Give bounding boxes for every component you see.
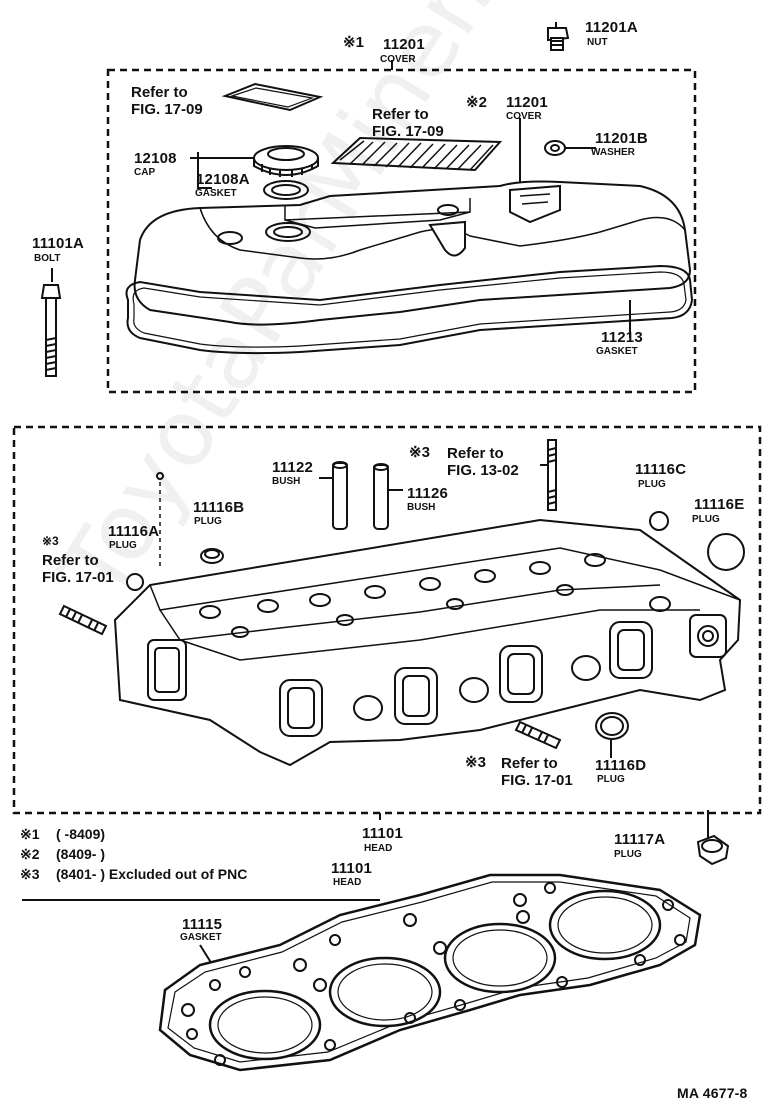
plug-11116b bbox=[200, 548, 224, 564]
plug-a-part-number: 11116A bbox=[108, 523, 160, 540]
ref-1701-bottom-line1: Refer to bbox=[501, 755, 558, 772]
plug-c-part-name: PLUG bbox=[638, 479, 666, 490]
mark-3-bottom: ※3 bbox=[465, 754, 486, 771]
washer-part-number: 11201B bbox=[595, 130, 648, 147]
ref-1302-line2: FIG. 13-02 bbox=[447, 462, 519, 479]
oil-cap-12108 bbox=[253, 145, 319, 177]
plug-11116a bbox=[126, 573, 144, 591]
plug-11116d bbox=[595, 712, 629, 740]
stud-bottom bbox=[514, 720, 562, 750]
cover1-part-number: 11201 bbox=[383, 36, 425, 53]
cover1-part-name: COVER bbox=[380, 54, 416, 65]
cap-gasket-part-number: 12108A bbox=[196, 171, 250, 188]
plug-e-part-name: PLUG bbox=[692, 514, 720, 525]
stud-left bbox=[58, 604, 108, 636]
plug-d-part-number: 11116D bbox=[595, 757, 647, 774]
note-1-mark: ※1 bbox=[20, 826, 40, 842]
note-2-mark: ※2 bbox=[20, 846, 40, 862]
nut-part-name: NUT bbox=[587, 37, 608, 48]
bolt-part-number: 11101A bbox=[32, 235, 85, 252]
cap-gasket-part-name: GASKET bbox=[195, 188, 237, 199]
note-3-mark: ※3 bbox=[20, 866, 40, 882]
ref-1701-left-line1: Refer to bbox=[42, 552, 99, 569]
plug-17a-part-number: 11117A bbox=[614, 831, 666, 848]
ref-1302-line1: Refer to bbox=[447, 445, 504, 462]
bolt-11101a bbox=[40, 284, 62, 377]
plug-e-part-number: 11116E bbox=[694, 496, 745, 513]
plug-11117a bbox=[696, 834, 730, 866]
cover2-part-number: 11201 bbox=[506, 94, 548, 111]
head-gasket-11115 bbox=[158, 873, 702, 1072]
baffle-plate-ref bbox=[330, 136, 503, 172]
mark-2: ※2 bbox=[466, 94, 487, 111]
cover-gasket-part-name: GASKET bbox=[596, 346, 638, 357]
head-part-name: HEAD bbox=[364, 843, 393, 854]
head-gasket-part-number: 11115 bbox=[182, 916, 223, 933]
head-gasket-part-name: GASKET bbox=[180, 932, 222, 943]
bush1-part-name: BUSH bbox=[272, 476, 301, 487]
plug-17a-part-name: PLUG bbox=[614, 849, 642, 860]
nut-part-number: 11201A bbox=[585, 19, 638, 36]
nut-11201a bbox=[547, 27, 570, 51]
plug-a-part-name: PLUG bbox=[109, 540, 137, 551]
note-3-part-name: HEAD bbox=[333, 877, 362, 888]
plug-b-part-number: 11116B bbox=[193, 499, 245, 516]
stud-top bbox=[547, 439, 557, 511]
bush-11122 bbox=[332, 461, 348, 530]
plug-11116c bbox=[649, 511, 669, 531]
washer-part-name: WASHER bbox=[591, 147, 635, 158]
head-group-frame bbox=[12, 425, 762, 815]
mark-3-left: ※3 bbox=[42, 534, 59, 548]
bush1-part-number: 11122 bbox=[272, 459, 314, 476]
washer-11201b bbox=[544, 140, 566, 156]
ref-1701-bottom-line2: FIG. 17-01 bbox=[501, 772, 573, 789]
ref-fig-1709-b-line2: FIG. 17-09 bbox=[372, 123, 444, 140]
cover2-part-name: COVER bbox=[506, 111, 542, 122]
bush2-part-number: 11126 bbox=[407, 485, 449, 502]
plug-d-part-name: PLUG bbox=[597, 774, 625, 785]
cover-gasket-part-number: 11213 bbox=[601, 329, 643, 346]
footer-code: MA 4677-8 bbox=[677, 1085, 748, 1101]
head-part-number: 11101 bbox=[362, 825, 404, 842]
mark-3-top: ※3 bbox=[409, 444, 430, 461]
ref-fig-1709-a-line2: FIG. 17-09 bbox=[131, 101, 203, 118]
bolt-part-name: BOLT bbox=[34, 253, 61, 264]
plug-c-part-number: 11116C bbox=[635, 461, 687, 478]
dowel-pin bbox=[156, 472, 164, 480]
note-2-text: (8409- ) bbox=[56, 846, 106, 862]
cap-part-number: 12108 bbox=[134, 150, 177, 167]
cylinder-head-body bbox=[113, 518, 742, 767]
ref-1701-left-line2: FIG. 17-01 bbox=[42, 569, 114, 586]
cap-part-name: CAP bbox=[134, 167, 156, 178]
ref-fig-1709-b-line1: Refer to bbox=[372, 106, 429, 123]
note-3-text: (8401- ) Excluded out of PNC bbox=[56, 866, 248, 882]
plug-11116e bbox=[707, 533, 745, 571]
ref-fig-1709-a-line1: Refer to bbox=[131, 84, 188, 101]
bush-11126 bbox=[373, 463, 389, 530]
plug-b-part-name: PLUG bbox=[194, 516, 222, 527]
valve-cover-gasket bbox=[125, 264, 694, 355]
cap-gasket-12108a bbox=[263, 180, 309, 200]
bush2-part-name: BUSH bbox=[407, 502, 436, 513]
note-1-text: ( -8409) bbox=[56, 826, 106, 842]
mark-1: ※1 bbox=[343, 34, 364, 51]
note-3-part-number: 11101 bbox=[331, 860, 373, 877]
valve-cover-body bbox=[133, 180, 692, 326]
